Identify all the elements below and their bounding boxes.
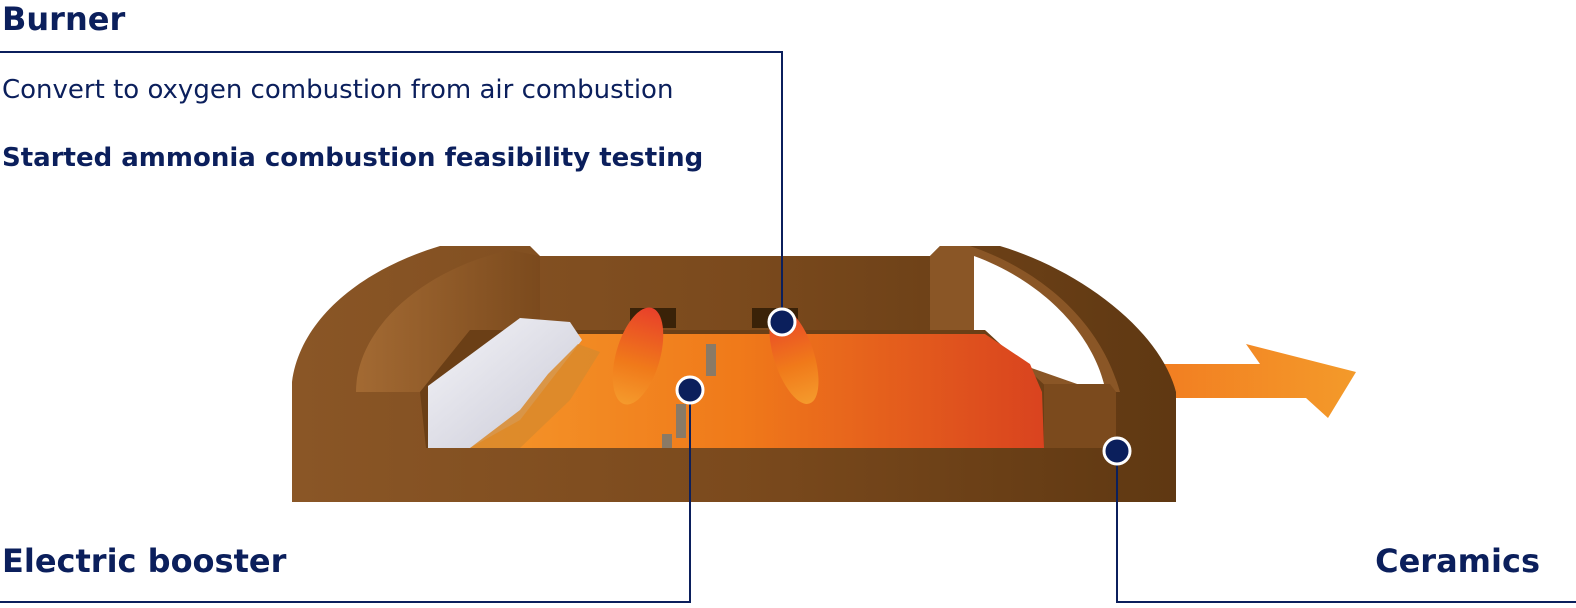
electrode-1 [706,344,716,376]
ceramics-marker[interactable] [1102,436,1132,466]
batch-melt-edge [470,344,600,448]
left-arch [356,250,540,392]
flame-left [612,307,664,405]
ceramics-title: Ceramics [1375,542,1540,580]
burner-status: Started ammonia combustion feasibility t… [2,143,704,173]
output-arrow [1020,344,1356,418]
batch-pile [428,318,582,448]
electric-booster-title: Electric booster [2,542,287,580]
booster-leader-line [0,390,691,603]
burner-title: Burner [2,0,126,38]
burner-marker[interactable] [767,307,797,337]
burner-leader-line [0,51,783,322]
ceramics-leader-line [1116,451,1576,603]
right-opening [974,256,1104,392]
electrode-2 [676,404,686,438]
furnace-front-wall [1044,384,1116,448]
electric-booster-marker[interactable] [675,375,705,405]
electrode-3 [662,434,672,448]
burner-description: Convert to oxygen combustion from air co… [2,75,674,105]
